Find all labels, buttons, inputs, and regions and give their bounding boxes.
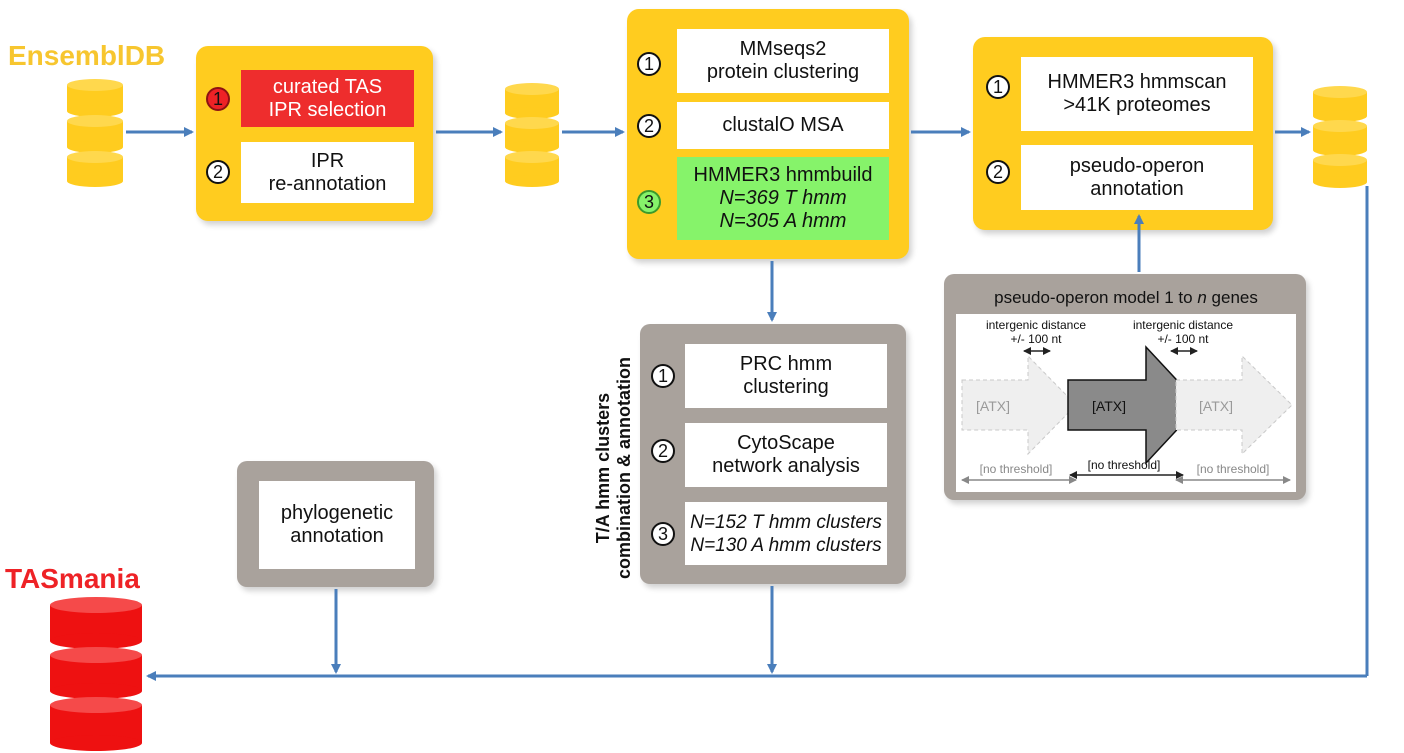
box-text-line: pseudo-operon	[1069, 154, 1205, 177]
clustalo-msa-box: clustalO MSA	[677, 102, 889, 149]
step-number: 3	[637, 190, 661, 214]
operon-title-suffix: genes	[1206, 288, 1258, 307]
database-icon-result	[1313, 86, 1367, 188]
box-text-line: PRC hmm	[739, 353, 833, 375]
curated-tas-ipr-selection-box: curated TAS IPR selection	[241, 70, 414, 127]
operon-model-title: pseudo-operon model 1 to n genes	[946, 288, 1306, 308]
operon-title-variable: n	[1197, 288, 1207, 307]
intergenic-distance-label: intergenic distance	[986, 318, 1086, 332]
box-text-line: phylogenetic	[280, 502, 394, 524]
threshold-label: [no threshold]	[1197, 462, 1270, 476]
box-text-line: clustering	[743, 376, 829, 398]
step-number: 2	[206, 160, 230, 184]
step-number: 2	[651, 439, 675, 463]
box-text-line: IPR selection	[268, 98, 387, 121]
cytoscape-network-box: CytoScape network analysis	[685, 423, 887, 487]
hmmer3-hmmbuild-box: HMMER3 hmmbuild N=369 T hmm N=305 A hmm	[677, 157, 889, 240]
step-number: 2	[986, 160, 1010, 184]
box-text-line: N=305 A hmm	[719, 210, 847, 232]
flow-arrows	[126, 127, 1369, 681]
box-text-line: N=369 T hmm	[719, 187, 847, 209]
box-text-line: protein clustering	[706, 61, 860, 83]
step-number: 1	[206, 87, 230, 111]
box-text-line: MMseqs2	[739, 38, 827, 60]
box-text-line: re-annotation	[268, 172, 387, 195]
operon-gene-label: [ATX]	[1092, 398, 1126, 414]
threshold-label: [no threshold]	[1088, 458, 1161, 472]
phylogenetic-annotation-box: phylogenetic annotation	[259, 481, 415, 569]
ipr-reannotation-box: IPR re-annotation	[241, 142, 414, 203]
output-db-title: TASmania	[5, 563, 140, 594]
step-number: 1	[637, 52, 661, 76]
hmm-cluster-counts-box: N=152 T hmm clusters N=130 A hmm cluster…	[685, 502, 887, 565]
box-text-line: curated TAS	[272, 75, 383, 98]
mmseqs2-clustering-box: MMseqs2 protein clustering	[677, 29, 889, 93]
operon-title-prefix: pseudo-operon model 1 to	[994, 288, 1198, 307]
intergenic-distance-value: +/- 100 nt	[1157, 332, 1209, 346]
box-text-line: N=152 T hmm clusters	[690, 511, 882, 533]
box-text-line: network analysis	[712, 455, 860, 477]
box-text-line: CytoScape	[737, 432, 835, 454]
box-text-line: IPR	[310, 149, 345, 172]
operon-gene-label: [ATX]	[1199, 398, 1233, 414]
source-db-title: EnsemblDB	[8, 40, 166, 71]
pseudo-operon-annotation-box: pseudo-operon annotation	[1021, 145, 1253, 210]
intergenic-distance-label: intergenic distance	[1133, 318, 1233, 332]
database-icon-source	[67, 79, 123, 187]
database-icon-intermediate	[505, 83, 559, 187]
box-text-line: >41K proteomes	[1063, 94, 1211, 116]
box-text-line: HMMER3 hmmscan	[1047, 71, 1227, 93]
operon-gene-arrows	[961, 345, 1293, 465]
step-number: 1	[986, 75, 1010, 99]
box-text-line: clustalO MSA	[722, 114, 844, 136]
threshold-label: [no threshold]	[980, 462, 1053, 476]
intergenic-distance-value: +/- 100 nt	[1010, 332, 1062, 346]
step-number: 3	[651, 522, 675, 546]
box-text-line: HMMER3 hmmbuild	[693, 164, 873, 186]
box-text-line: N=130 A hmm clusters	[690, 534, 882, 556]
database-icon-tasmania	[50, 597, 142, 751]
box-text-line: annotation	[1090, 177, 1184, 200]
hmmer3-hmmscan-box: HMMER3 hmmscan >41K proteomes	[1021, 57, 1253, 131]
box-text-line: annotation	[290, 525, 384, 547]
operon-gene-label: [ATX]	[976, 398, 1010, 414]
step-number: 2	[637, 114, 661, 138]
prc-hmm-clustering-box: PRC hmm clustering	[685, 344, 887, 408]
step-number: 1	[651, 364, 675, 388]
